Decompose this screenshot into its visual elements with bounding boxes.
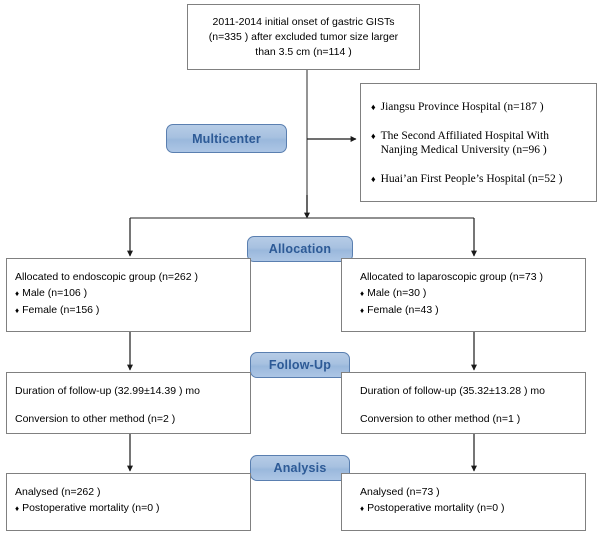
centers-list-box: ♦ Jiangsu Province Hospital (n=187 ) ♦ T… xyxy=(360,83,597,202)
diamond-bullet-icon: ♦ xyxy=(15,306,20,315)
analysis-right-item-mortality: ♦ Postoperative mortality (n=0 ) xyxy=(350,500,577,517)
allocation-left-item-female: ♦ Female (n=156 ) xyxy=(15,302,242,319)
allocation-left-header: Allocated to endoscopic group (n=262 ) xyxy=(15,271,198,283)
followup-left-conversion: Conversion to other method (n=2 ) xyxy=(15,413,176,425)
enrollment-box: 2011-2014 initial onset of gastric GISTs… xyxy=(187,4,420,70)
allocation-right-header: Allocated to laparoscopic group (n=73 ) xyxy=(360,271,543,283)
allocation-right-item-label: Female (n=43 ) xyxy=(367,304,439,316)
allocation-left-item-male: ♦ Male (n=106 ) xyxy=(15,285,242,302)
center-item-1: ♦ Jiangsu Province Hospital (n=187 ) xyxy=(371,100,590,114)
enrollment-line-2: (n=335 ) after excluded tumor size large… xyxy=(208,30,399,43)
allocation-endoscopic-box: Allocated to endoscopic group (n=262 ) ♦… xyxy=(6,258,251,332)
center-item-label: The Second Affiliated Hospital With Nanj… xyxy=(380,129,549,156)
followup-right-duration: Duration of follow-up (35.32±13.28 ) mo xyxy=(360,385,545,397)
allocation-right-item-male: ♦ Male (n=30 ) xyxy=(350,285,577,302)
allocation-laparoscopic-box: Allocated to laparoscopic group (n=73 ) … xyxy=(341,258,586,332)
analysis-laparoscopic-box: Analysed (n=73 ) ♦ Postoperative mortali… xyxy=(341,473,586,531)
diamond-bullet-icon: ♦ xyxy=(360,289,365,298)
followup-laparoscopic-box: Duration of follow-up (35.32±13.28 ) mo … xyxy=(341,372,586,434)
followup-left-duration: Duration of follow-up (32.99±14.39 ) mo xyxy=(15,385,200,397)
center-item-3: ♦ Huai’an First People’s Hospital (n=52 … xyxy=(371,172,590,186)
center-item-label: Huai’an First People’s Hospital (n=52 ) xyxy=(380,172,563,185)
followup-right-conversion: Conversion to other method (n=1 ) xyxy=(360,413,521,425)
analysis-left-item-label: Postoperative mortality (n=0 ) xyxy=(22,502,160,514)
analysis-right-header: Analysed (n=73 ) xyxy=(360,486,440,498)
analysis-left-header: Analysed (n=262 ) xyxy=(15,486,101,498)
stage-label-allocation: Allocation xyxy=(247,236,353,262)
followup-endoscopic-box: Duration of follow-up (32.99±14.39 ) mo … xyxy=(6,372,251,434)
analysis-right-item-label: Postoperative mortality (n=0 ) xyxy=(367,502,505,514)
diamond-bullet-icon: ♦ xyxy=(371,130,376,141)
stage-label-multicenter: Multicenter xyxy=(166,124,287,153)
stage-label-followup: Follow-Up xyxy=(250,352,350,378)
diamond-bullet-icon: ♦ xyxy=(360,504,365,513)
diamond-bullet-icon: ♦ xyxy=(15,289,20,298)
allocation-left-item-label: Male (n=106 ) xyxy=(22,287,88,299)
analysis-endoscopic-box: Analysed (n=262 ) ♦ Postoperative mortal… xyxy=(6,473,251,531)
enrollment-line-3: than 3.5 cm (n=114 ) xyxy=(255,45,352,58)
center-item-label: Jiangsu Province Hospital (n=187 ) xyxy=(380,100,544,113)
enrollment-line-1: 2011-2014 initial onset of gastric GISTs xyxy=(212,15,395,28)
allocation-right-item-female: ♦ Female (n=43 ) xyxy=(350,302,577,319)
analysis-left-item-mortality: ♦ Postoperative mortality (n=0 ) xyxy=(15,500,242,517)
diamond-bullet-icon: ♦ xyxy=(360,306,365,315)
center-item-2: ♦ The Second Affiliated Hospital With Na… xyxy=(371,129,590,157)
diamond-bullet-icon: ♦ xyxy=(15,504,20,513)
diamond-bullet-icon: ♦ xyxy=(371,101,376,112)
allocation-left-item-label: Female (n=156 ) xyxy=(22,304,100,316)
allocation-right-item-label: Male (n=30 ) xyxy=(367,287,427,299)
stage-label-analysis: Analysis xyxy=(250,455,350,481)
diamond-bullet-icon: ♦ xyxy=(371,173,376,184)
